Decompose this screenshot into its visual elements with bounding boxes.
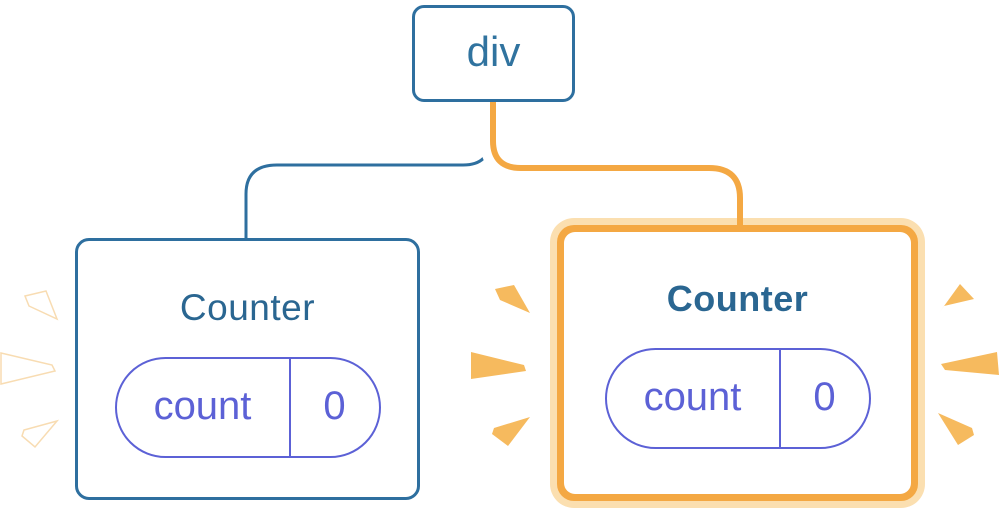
spark-icon: [471, 352, 526, 379]
spark-icon: [0, 352, 57, 385]
right-counter-state-value: 0: [813, 374, 836, 419]
spark-icon: [939, 284, 974, 313]
left-counter-card: Counter count 0: [75, 238, 420, 500]
right-counter-state-key: count: [643, 374, 742, 419]
spark-icon: [938, 413, 974, 445]
spark-icon: [492, 417, 530, 446]
edge-div-to-right-counter: [490, 100, 743, 230]
spark-icon: [941, 352, 999, 375]
right-counter-highlight-ring-inner: Counter count 0: [557, 225, 918, 501]
spark-icon: [23, 290, 59, 321]
pill-divider: [288, 359, 291, 456]
left-counter-state-value: 0: [323, 383, 346, 428]
right-counter-card: Counter count 0: [564, 232, 911, 494]
spark-burst-right-of-right-counter: [938, 284, 999, 445]
spark-burst-left-of-left-counter: [0, 290, 60, 449]
spark-icon: [495, 285, 530, 313]
spark-burst-left-of-right-counter: [471, 285, 530, 446]
left-counter-state-key: count: [153, 383, 252, 428]
edge-stub-into-right-card: [737, 217, 743, 226]
right-counter-highlight-ring-outer: Counter count 0: [550, 218, 925, 508]
left-counter-state-pill: count 0: [114, 357, 381, 458]
spark-icon: [21, 419, 60, 449]
edge-div-to-left-counter: [244, 100, 492, 242]
right-counter-state-pill: count 0: [604, 348, 871, 449]
right-counter-title: Counter: [666, 278, 809, 319]
pill-divider: [778, 350, 781, 447]
left-counter-title: Counter: [179, 287, 316, 328]
root-node-div: div: [412, 5, 575, 102]
root-node-label: div: [466, 27, 521, 75]
